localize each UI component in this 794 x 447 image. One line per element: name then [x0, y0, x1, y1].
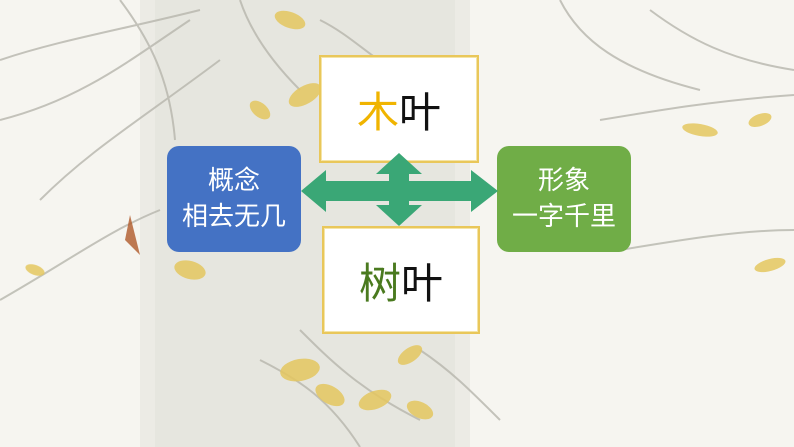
- image-box: 形象 一字千里: [497, 146, 631, 252]
- arrow-down-head: [376, 205, 422, 226]
- word-box-shuye: 树叶: [322, 226, 480, 334]
- word-box-muye: 木叶: [319, 55, 479, 163]
- concept-desc: 相去无几: [181, 202, 286, 232]
- arrow-right-head: [471, 170, 498, 212]
- arrow-vertical-bar: [389, 170, 409, 212]
- word-muye-char1: 木: [356, 87, 399, 137]
- concept-title: 概念: [207, 166, 260, 196]
- word-shuye-char2: 叶: [401, 258, 444, 308]
- concept-box: 概念 相去无几: [167, 146, 301, 252]
- arrow-up-head: [376, 153, 422, 174]
- word-shuye-char1: 树: [358, 258, 401, 308]
- word-muye-char2: 叶: [399, 87, 442, 137]
- arrow-left-head: [301, 170, 326, 212]
- image-desc: 一字千里: [511, 202, 616, 232]
- image-title: 形象: [537, 166, 590, 196]
